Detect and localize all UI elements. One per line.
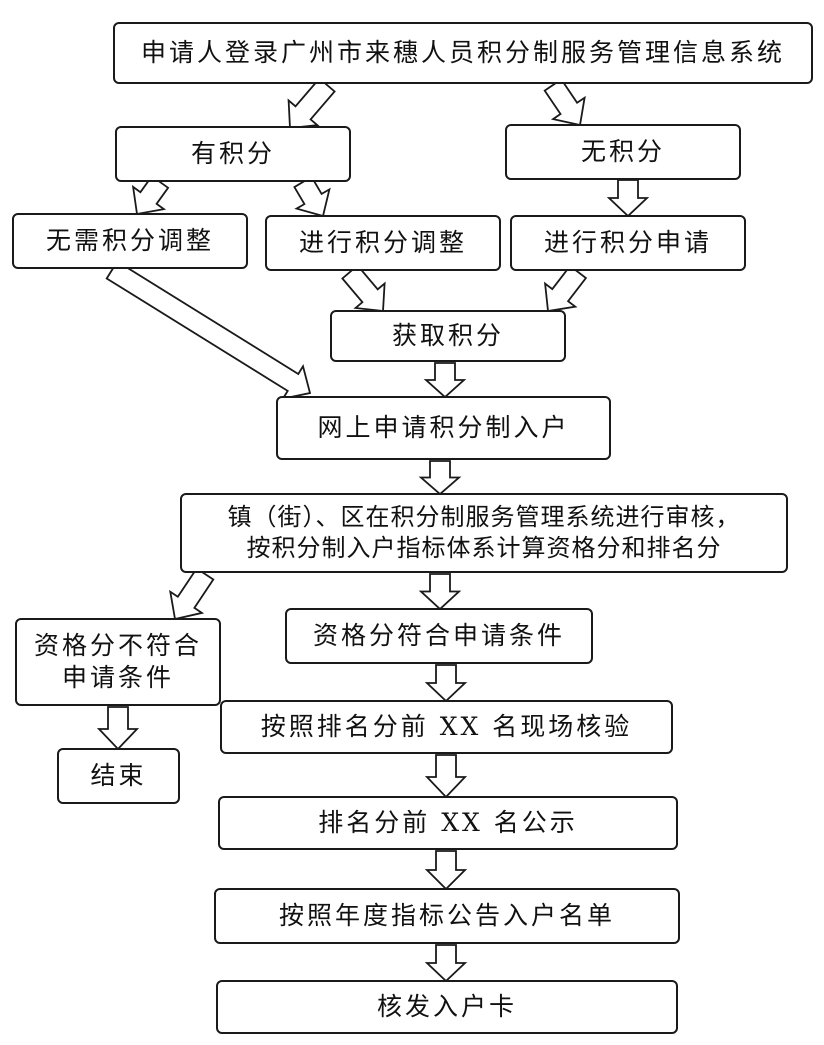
node-get-points: 获取积分	[330, 310, 566, 362]
arrow-adjust-to-get-points	[341, 264, 386, 312]
arrow-has-points-to-adjust	[293, 175, 331, 218]
arrow-apply-points-to-get-points	[543, 264, 588, 313]
node-onsite-check: 按照排名分前 XX 名现场核验	[220, 700, 673, 754]
node-apply-points: 进行积分申请	[510, 215, 746, 271]
arrow-no-points-to-apply-points	[606, 179, 650, 218]
node-review: 镇（街）、区在积分制服务管理系统进行审核， 按积分制入户指标体系计算资格分和排名…	[180, 493, 788, 573]
arrow-not-qualified-to-end	[96, 706, 140, 751]
node-not-qualified: 资格分不符合 申请条件	[15, 618, 221, 706]
arrow-announce-to-issue-card	[424, 944, 468, 983]
node-has-points: 有积分	[115, 126, 351, 182]
node-adjust: 进行积分调整	[265, 215, 501, 271]
arrow-onsite-check-to-publicity	[424, 754, 468, 799]
node-issue-card: 核发入户卡	[216, 980, 678, 1034]
node-login: 申请人登录广州市来穗人员积分制服务管理信息系统	[113, 22, 813, 84]
arrow-review-to-qualified	[418, 573, 462, 611]
arrow-has-points-to-no-adjust	[131, 174, 170, 216]
arrow-get-points-to-online-apply	[423, 362, 467, 399]
node-publicity: 排名分前 XX 名公示	[218, 796, 678, 850]
arrow-online-apply-to-review	[418, 460, 462, 496]
arrow-no-adjust-to-online-apply	[105, 260, 312, 400]
node-end: 结束	[57, 748, 180, 804]
arrow-qualified-to-onsite-check	[424, 664, 468, 703]
node-online-apply: 网上申请积分制入户	[276, 396, 611, 460]
node-qualified: 资格分符合申请条件	[285, 608, 593, 664]
arrow-review-to-not-qualified	[169, 567, 215, 621]
arrow-login-to-has-points	[287, 77, 336, 129]
arrow-login-to-no-points	[543, 78, 586, 127]
arrow-publicity-to-announce	[424, 850, 468, 891]
node-no-adjust: 无需积分调整	[12, 213, 248, 269]
node-no-points: 无积分	[505, 124, 741, 180]
node-announce: 按照年度指标公告入户名单	[214, 888, 680, 944]
